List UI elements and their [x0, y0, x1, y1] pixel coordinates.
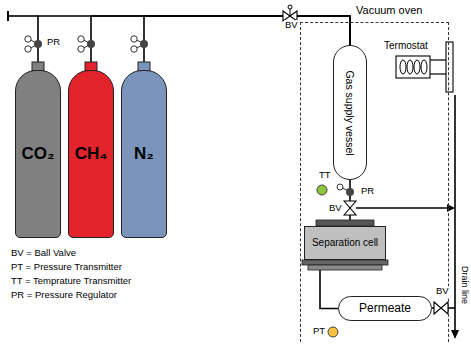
gas-cylinder: CH₄ — [68, 70, 114, 238]
gauge-symbol — [78, 36, 84, 42]
header-pipe — [8, 15, 38, 17]
ball-valve — [283, 5, 297, 21]
abbreviation-label: TT — [318, 170, 332, 181]
legend-note: TT = Temprature Transmitter — [10, 276, 132, 287]
drain-branch — [356, 207, 448, 209]
gas-cylinder: CO₂ — [15, 70, 61, 238]
heater-coil — [421, 60, 427, 74]
abbreviation-label: BV — [284, 20, 299, 31]
gauge-symbol — [78, 46, 84, 52]
permeate-vessel-label: Permeate — [359, 302, 411, 316]
ball-valve — [434, 302, 448, 314]
valve-handle — [290, 9, 291, 16]
cell-plate — [308, 265, 382, 270]
valve-handle — [288, 5, 292, 9]
regulator-symbol — [25, 36, 42, 52]
thermostat-bar — [446, 42, 453, 92]
separation-cell: Separation cell — [304, 226, 386, 260]
heater-coil — [400, 60, 406, 74]
legend-note: PT = Pressure Transmitter — [10, 262, 123, 273]
cell-plate — [302, 260, 388, 265]
gas-supply-vessel: Gas supply vessel — [333, 45, 367, 180]
pressure-transmitter — [328, 327, 338, 337]
gas-cylinder-label: CO₂ — [21, 144, 54, 164]
pipe-line — [144, 16, 350, 70]
separation-cell-label: Separation cell — [312, 237, 378, 249]
regulator-body — [346, 188, 354, 196]
heater-coil — [414, 60, 420, 74]
drain-line — [454, 95, 456, 331]
ball-valve — [344, 201, 356, 215]
thermostat-box — [396, 56, 430, 78]
legend-note: PR = Pressure Regulator — [10, 290, 118, 301]
oven-region: Vacuum ovenGas supply vesselSeparation c… — [300, 22, 449, 344]
thermostat-lead — [430, 73, 446, 74]
region-title: Vacuum oven — [355, 4, 423, 17]
valve-body — [344, 201, 356, 215]
gauge-symbol — [131, 46, 137, 52]
gas-cylinder-label: CH₄ — [75, 144, 108, 164]
regulator-body — [87, 40, 95, 48]
legend-note: BV = Ball Valve — [10, 248, 77, 259]
pipe-line — [91, 16, 350, 70]
permeate-vessel: Permeate — [338, 296, 432, 321]
regulator-body — [140, 40, 148, 48]
gauge-symbol — [25, 46, 31, 52]
heater-coil — [407, 60, 413, 74]
regulator-body — [34, 40, 42, 48]
abbreviation-label: PR — [46, 37, 61, 48]
abbreviation-label: BV — [435, 286, 450, 297]
regulator-symbol — [78, 36, 95, 52]
gauge-symbol — [337, 184, 343, 190]
gauge-symbol — [131, 36, 137, 42]
regulator-symbol — [131, 36, 148, 52]
valve-body — [434, 302, 448, 314]
gauge-symbol — [25, 36, 31, 42]
gas-cylinder: N₂ — [121, 70, 167, 238]
abbreviation-label: PT — [312, 326, 326, 337]
pipe-line — [38, 16, 350, 70]
thermostat-lead — [430, 59, 446, 60]
regulator-symbol — [337, 184, 354, 196]
drain-label: Drain line — [460, 265, 470, 305]
abbreviation-label: PR — [360, 186, 375, 197]
arrow-head — [451, 330, 459, 339]
temperature-transmitter — [317, 185, 327, 195]
gas-cylinder-label: N₂ — [134, 144, 154, 164]
part-label: Termostat — [383, 40, 429, 52]
abbreviation-label: BV — [328, 203, 343, 214]
gas-supply-vessel-label: Gas supply vessel — [344, 70, 356, 155]
